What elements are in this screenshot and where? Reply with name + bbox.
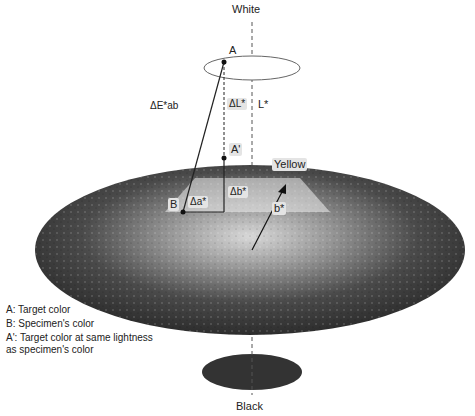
axis-label: Black [236, 400, 263, 413]
delta-label: Δa* [188, 196, 208, 208]
lightness-plane [165, 178, 330, 212]
note-text: A': Target color at same lightness as sp… [6, 332, 156, 355]
note-text: B: Specimen's color [6, 318, 94, 330]
delta-a-line [183, 211, 224, 212]
color-plane-texture [35, 165, 465, 335]
point-a [222, 60, 227, 65]
point-label: A' [229, 143, 242, 156]
axis-label: L* [258, 98, 268, 111]
delta-e-line [183, 62, 224, 212]
color-plane [35, 165, 465, 335]
point-a-prime [222, 156, 227, 161]
delta-label: ΔL* [227, 98, 247, 110]
axis-label: White [232, 3, 260, 16]
hue-label: Yellow [272, 158, 307, 171]
delta-label: Δb* [228, 186, 248, 198]
b-axis-arrow [252, 190, 283, 250]
arrowhead [278, 184, 286, 194]
axis-label: b* [272, 202, 286, 215]
delta-label: ΔE*ab [150, 100, 178, 112]
note-text: A: Target color [6, 304, 70, 316]
point-label: B [168, 198, 179, 211]
point-label: A [229, 44, 236, 57]
delta-l-line [224, 62, 225, 158]
white-disc [204, 56, 300, 80]
delta-b-line [223, 158, 224, 212]
point-b [181, 210, 186, 215]
